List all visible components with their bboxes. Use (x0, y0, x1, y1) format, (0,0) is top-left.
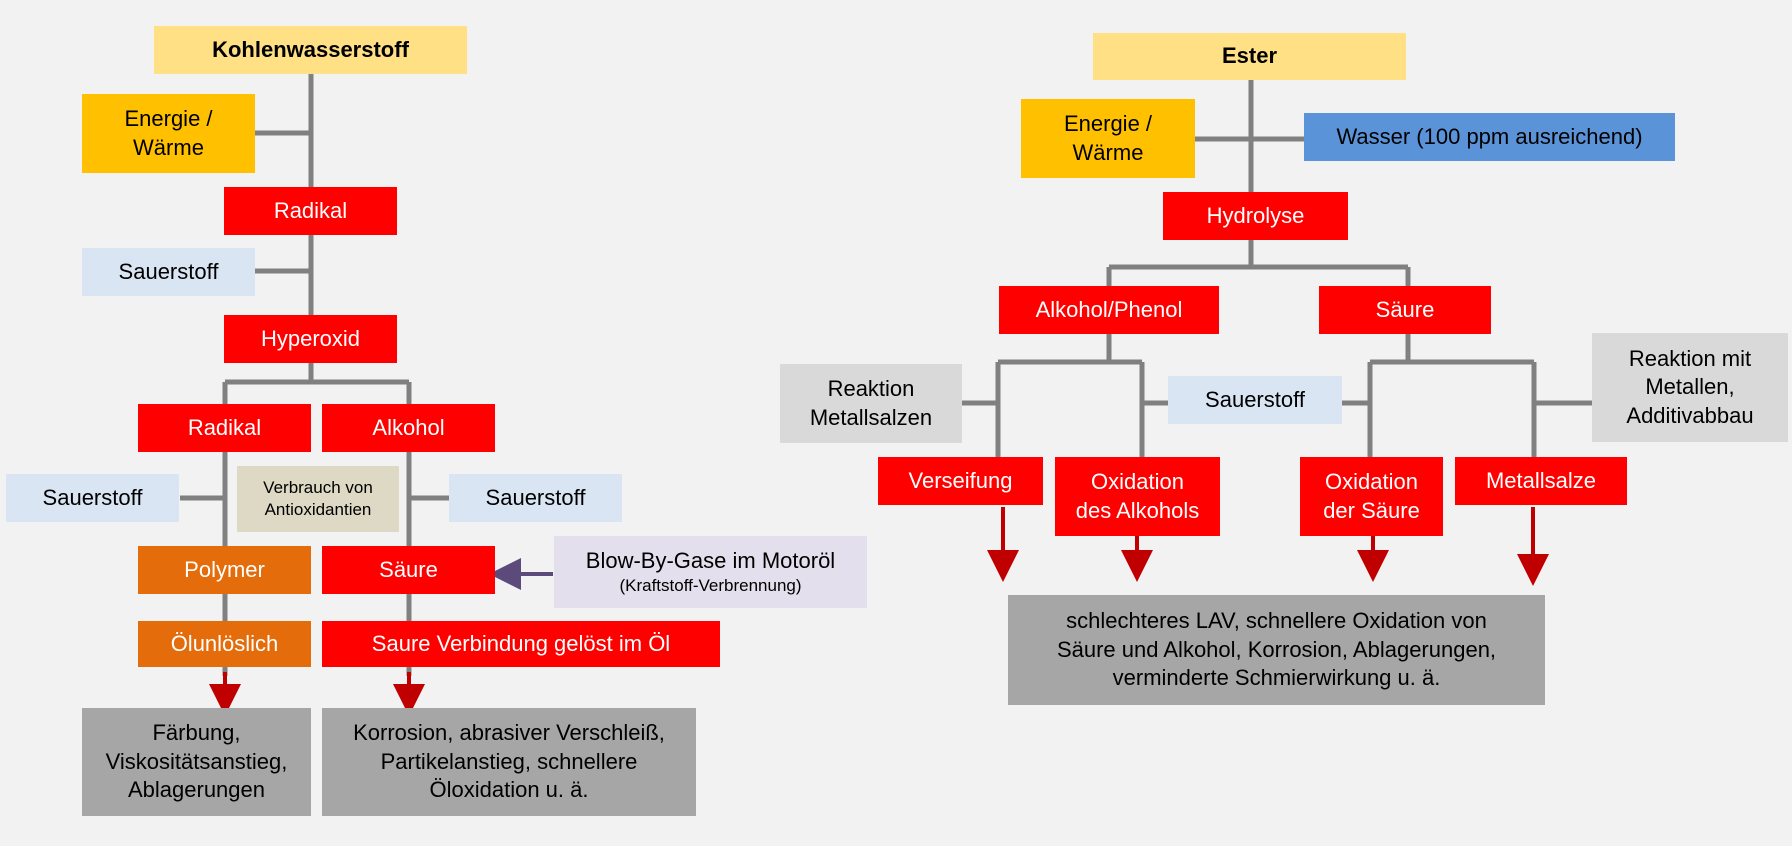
node-saure-verbindung: Saure Verbindung gelöst im Öl (322, 621, 720, 667)
node-ester: Ester (1093, 33, 1406, 80)
node-wasser: Wasser (100 ppm ausreichend) (1304, 113, 1675, 161)
node-alkohol-phenol: Alkohol/Phenol (999, 286, 1219, 334)
node-label: Alkohol/Phenol (1035, 296, 1183, 322)
node-energie-waerme-right: Energie / Wärme (1021, 99, 1195, 178)
node-label: Korrosion, abrasiver Verschleiß, Partike… (353, 720, 665, 803)
node-radikal-top: Radikal (224, 187, 397, 235)
node-label: Alkohol (372, 414, 445, 440)
node-polymer: Polymer (138, 546, 311, 594)
node-label: Sauerstoff (42, 484, 143, 510)
node-label: Metallsalze (1485, 467, 1597, 493)
node-sublabel: (Kraftstoff-Verbrennung) (619, 576, 802, 596)
node-label: Radikal (187, 414, 262, 440)
node-label: Energie / Wärme (1063, 110, 1153, 165)
node-oelunloeslich: Ölunlöslich (138, 621, 311, 667)
node-kohlenwasserstoff: Kohlenwasserstoff (154, 26, 467, 74)
node-sauerstoff-left-2: Sauerstoff (6, 474, 179, 522)
node-label: Energie / Wärme (124, 105, 213, 160)
node-result-ester: schlechteres LAV, schnellere Oxidation v… (1008, 595, 1545, 705)
node-label: Ölunlöslich (170, 630, 279, 656)
node-oxidation-saeure: Oxidation der Säure (1300, 457, 1443, 536)
node-label: Färbung, Viskositätsanstieg, Ablagerunge… (105, 720, 288, 803)
node-result-saeure: Korrosion, abrasiver Verschleiß, Partike… (322, 708, 696, 816)
node-label: Ester (1221, 43, 1278, 69)
node-oxidation-alkohol: Oxidation des Alkohols (1055, 457, 1220, 536)
node-verbrauch-antioxidantien: Verbrauch von Antioxidantien (237, 466, 399, 532)
node-alkohol-left: Alkohol (322, 404, 495, 452)
node-blow-by-gase: Blow-By-Gase im Motoröl (Kraftstoff-Verb… (554, 536, 867, 608)
node-metallsalze: Metallsalze (1455, 457, 1627, 505)
node-reaktion-metallsalzen: Reaktion Metallsalzen (780, 364, 962, 443)
node-label: Oxidation des Alkohols (1075, 468, 1200, 523)
node-hydrolyse: Hydrolyse (1163, 192, 1348, 240)
node-label: Reaktion Metallsalzen (809, 375, 933, 430)
node-label: Oxidation der Säure (1323, 468, 1420, 523)
node-label: Sauerstoff (1205, 386, 1305, 412)
node-radikal-left: Radikal (138, 404, 311, 452)
node-label: Verseifung (908, 467, 1013, 493)
node-label: Säure (1375, 296, 1435, 322)
node-result-polymer: Färbung, Viskositätsanstieg, Ablagerunge… (82, 708, 311, 816)
node-label: Kohlenwasserstoff (212, 36, 409, 62)
node-saeure-left: Säure (322, 546, 495, 594)
node-label: Säure (379, 556, 438, 582)
node-label: Wasser (100 ppm ausreichend) (1336, 123, 1643, 149)
node-label: Verbrauch von Antioxidantien (263, 477, 373, 519)
node-label: Sauerstoff (118, 258, 219, 284)
node-label: Hyperoxid (260, 325, 361, 351)
node-label: schlechteres LAV, schnellere Oxidation v… (1056, 608, 1497, 691)
node-sauerstoff-left-1: Sauerstoff (82, 248, 255, 296)
node-energie-waerme-left: Energie / Wärme (82, 94, 255, 173)
node-label: Hydrolyse (1206, 202, 1305, 228)
node-label: Saure Verbindung gelöst im Öl (371, 630, 671, 656)
node-label: Polymer (184, 556, 265, 582)
node-verseifung: Verseifung (878, 457, 1043, 505)
node-label: Sauerstoff (485, 484, 586, 510)
node-label: Radikal (273, 197, 348, 223)
node-saeure-right: Säure (1319, 286, 1491, 334)
node-label: Blow-By-Gase im Motoröl (585, 547, 836, 573)
node-hyperoxid: Hyperoxid (224, 315, 397, 363)
node-label: Reaktion mit Metallen, Additivabbau (1626, 345, 1754, 428)
node-sauerstoff-left-3: Sauerstoff (449, 474, 622, 522)
node-reaktion-metallen: Reaktion mit Metallen, Additivabbau (1592, 333, 1788, 442)
node-sauerstoff-right: Sauerstoff (1168, 376, 1342, 424)
